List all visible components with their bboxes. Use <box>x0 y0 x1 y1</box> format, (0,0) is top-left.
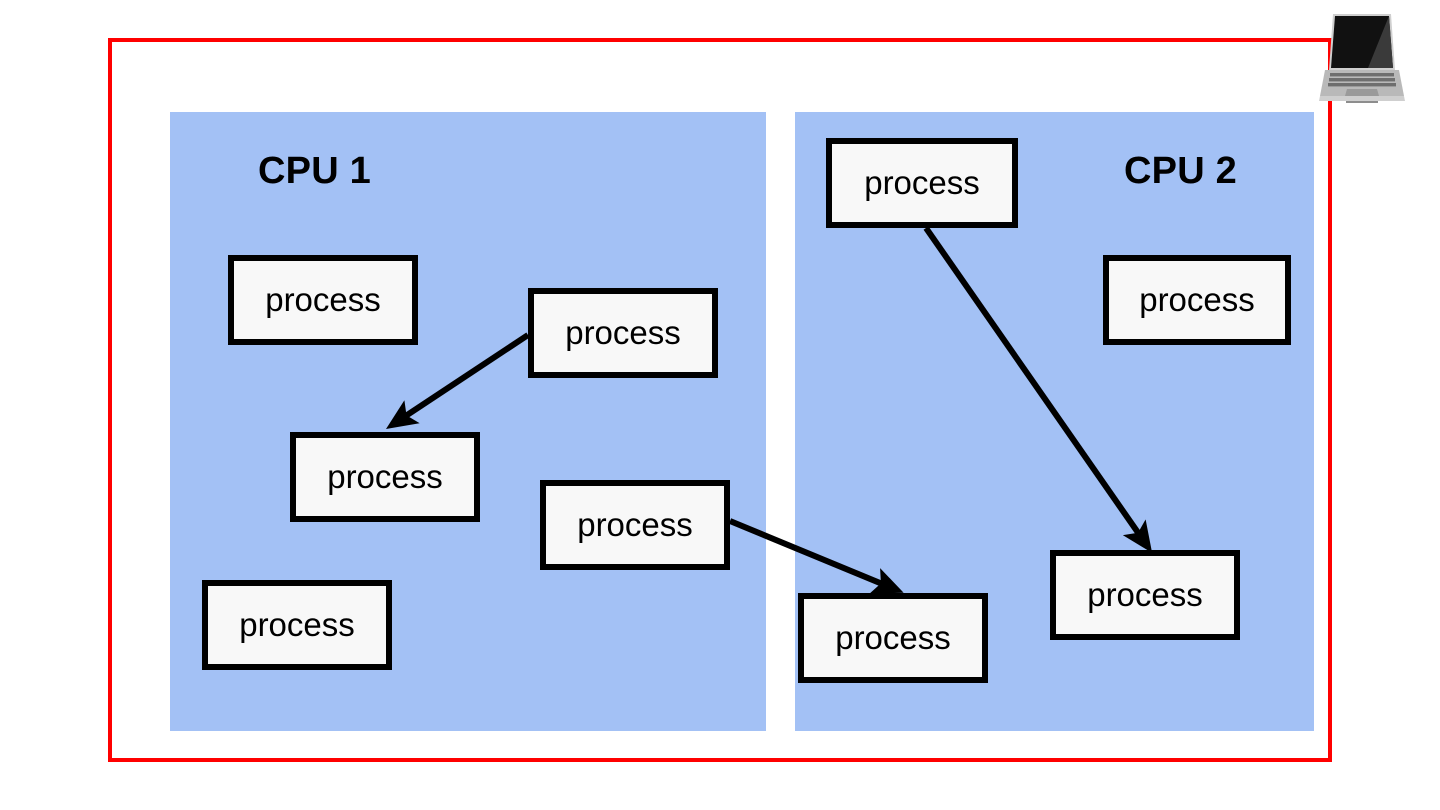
process-box[interactable]: process <box>1050 550 1240 640</box>
process-box[interactable]: process <box>202 580 392 670</box>
process-box[interactable]: process <box>540 480 730 570</box>
machine-boundary <box>108 38 1332 762</box>
process-box[interactable]: process <box>826 138 1018 228</box>
process-box[interactable]: process <box>228 255 418 345</box>
process-box[interactable]: process <box>528 288 718 378</box>
cpu-1-label: CPU 1 <box>258 150 371 192</box>
process-box[interactable]: process <box>1103 255 1291 345</box>
process-box[interactable]: process <box>798 593 988 683</box>
process-box[interactable]: process <box>290 432 480 522</box>
laptop-icon <box>1319 14 1405 103</box>
cpu-2-label: CPU 2 <box>1124 150 1237 192</box>
